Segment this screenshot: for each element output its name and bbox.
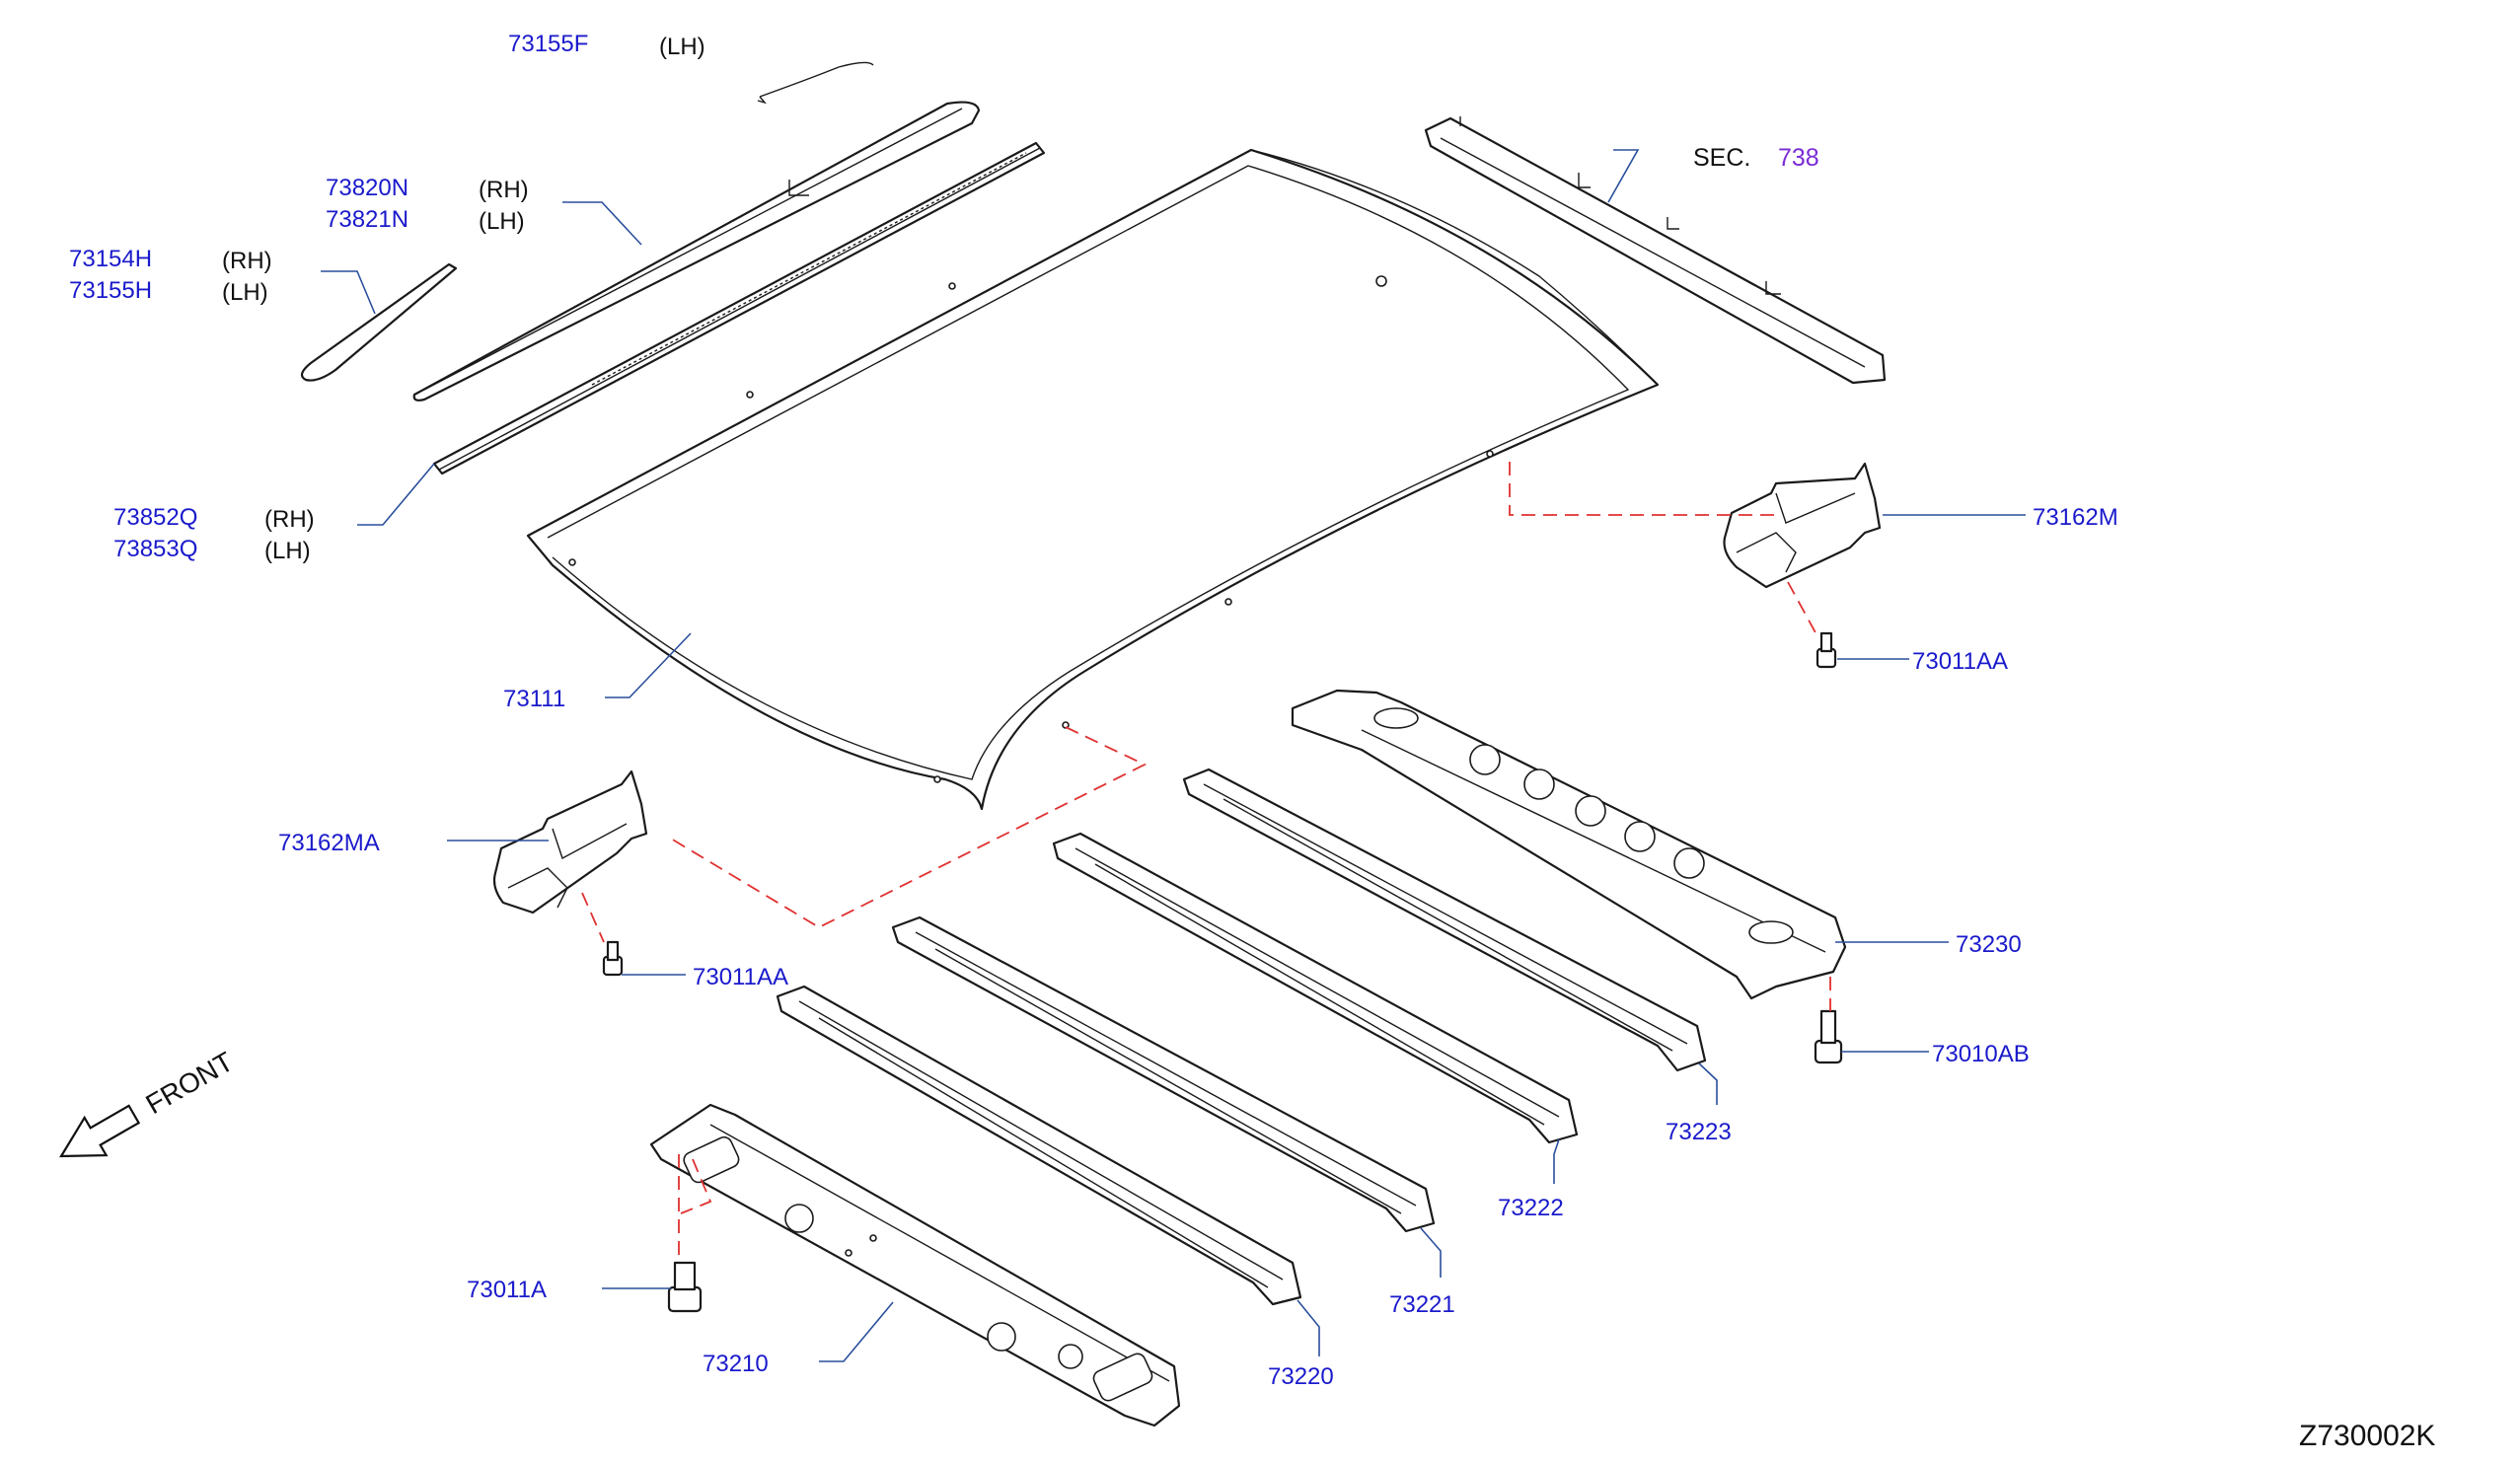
hidden-lines — [581, 462, 1831, 1263]
label-73010AB: 73010AB — [1932, 1041, 2030, 1067]
roof-bow-73221 — [891, 915, 1436, 1233]
bolt-73011AA-left — [602, 940, 624, 977]
label-73820N: 73820N — [326, 175, 408, 201]
label-73155F-side: (LH) — [659, 34, 705, 60]
label-73853Q: 73853Q — [113, 536, 197, 562]
roof-bow-73220 — [776, 985, 1302, 1306]
label-73220: 73220 — [1268, 1363, 1334, 1390]
leader-lines — [321, 149, 2026, 1362]
label-73154H-side: (RH) — [222, 248, 272, 274]
roof-rail-end-73154H — [300, 262, 458, 382]
roof-rail-73820N — [412, 101, 981, 402]
roof-molding-73852Q — [432, 141, 1046, 476]
label-73820N-side: (RH) — [479, 177, 529, 203]
label-73852Q: 73852Q — [113, 504, 197, 531]
side-rail-sec738 — [1424, 116, 1887, 385]
bracket-73162MA — [492, 769, 648, 915]
front-label: FRONT — [141, 1046, 239, 1120]
label-73821N-side: (LH) — [479, 208, 525, 235]
label-73155H: 73155H — [69, 277, 152, 304]
label-73011AA-right: 73011AA — [1912, 648, 2008, 675]
label-73155H-side: (LH) — [222, 279, 268, 306]
label-73162MA: 73162MA — [278, 830, 380, 856]
label-sec-number: 738 — [1778, 144, 1819, 172]
label-73154H: 73154H — [69, 246, 152, 272]
label-73821N: 73821N — [326, 206, 408, 233]
bolt-73010AB — [1814, 1009, 1843, 1064]
label-73222: 73222 — [1498, 1195, 1564, 1221]
label-73111: 73111 — [503, 686, 565, 712]
label-73221: 73221 — [1389, 1291, 1455, 1318]
label-73011A: 73011A — [467, 1277, 547, 1303]
label-sec-prefix: SEC. — [1693, 144, 1750, 172]
roof-panel-73111 — [526, 148, 1660, 811]
bracket-73162M — [1723, 462, 1882, 589]
roof-bow-73230 — [1291, 689, 1847, 1000]
label-73853Q-side: (LH) — [264, 538, 311, 564]
label-73230: 73230 — [1956, 931, 2022, 958]
label-73223: 73223 — [1666, 1119, 1732, 1145]
front-arrow-icon — [59, 1104, 141, 1158]
diagram-code: Z730002K — [2299, 1420, 2435, 1452]
label-73852Q-side: (RH) — [264, 506, 315, 533]
label-73162M: 73162M — [2033, 504, 2118, 531]
label-73011AA-left: 73011AA — [693, 964, 788, 990]
bolt-73011A — [667, 1261, 703, 1313]
label-73155F: 73155F — [508, 31, 588, 57]
roof-rail-clip-73155F — [757, 61, 874, 105]
bolt-73011AA-right — [1816, 631, 1837, 669]
roof-bow-73223 — [1182, 768, 1707, 1072]
roof-bow-73222 — [1052, 832, 1579, 1144]
label-73210: 73210 — [703, 1351, 769, 1377]
